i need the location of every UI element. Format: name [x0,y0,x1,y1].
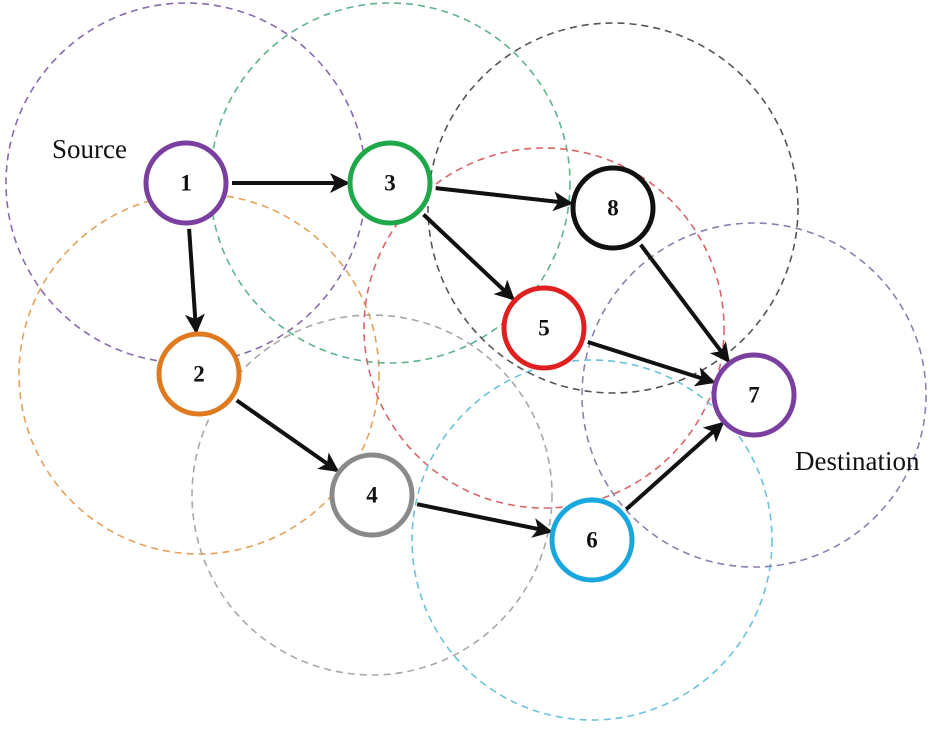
node-label-3: 3 [384,171,396,196]
edge-5-to-7 [587,340,716,387]
node-2: 2 [156,331,242,417]
range-circle-node-6 [411,359,773,721]
edge-1-to-2 [184,228,205,335]
node-label-2: 2 [193,362,205,387]
node-circle-4 [329,452,415,538]
range-circle-node-5 [363,147,725,509]
edge-3-to-8 [435,186,574,212]
edge-8-to-7 [639,243,730,364]
transmission-ranges [5,2,927,721]
node-label-5: 5 [538,316,550,341]
edge-3-to-5 [422,213,515,301]
node-label-8: 8 [607,196,619,221]
node-label-1: 1 [180,171,192,196]
node-circle-3 [347,140,433,226]
node-circle-5 [501,285,587,371]
range-circle-node-2 [18,193,380,555]
node-circle-7 [711,352,797,438]
node-circle-2 [156,331,242,417]
node-5: 5 [501,285,587,371]
node-label-4: 4 [366,483,378,508]
edge-4-to-6 [416,502,553,538]
range-circle-node-7 [581,222,927,568]
node-circle-1 [143,140,229,226]
node-7: 7 [711,352,797,438]
node-circle-6 [549,497,635,583]
edge-2-to-4 [235,398,340,473]
node-label-7: 7 [748,383,760,408]
source-label: Source [52,134,127,164]
destination-label: Destination [795,446,920,476]
range-circle-node-4 [191,314,553,676]
range-circle-node-8 [427,22,799,394]
node-3: 3 [347,140,433,226]
node-4: 4 [329,452,415,538]
node-8: 8 [570,165,656,251]
node-label-6: 6 [586,528,598,553]
nodes: 1 2 3 4 5 6 7 8 [143,140,797,583]
links [184,173,730,538]
node-circle-8 [570,165,656,251]
edge-6-to-7 [624,421,725,511]
node-1: 1 [143,140,229,226]
node-6: 6 [549,497,635,583]
